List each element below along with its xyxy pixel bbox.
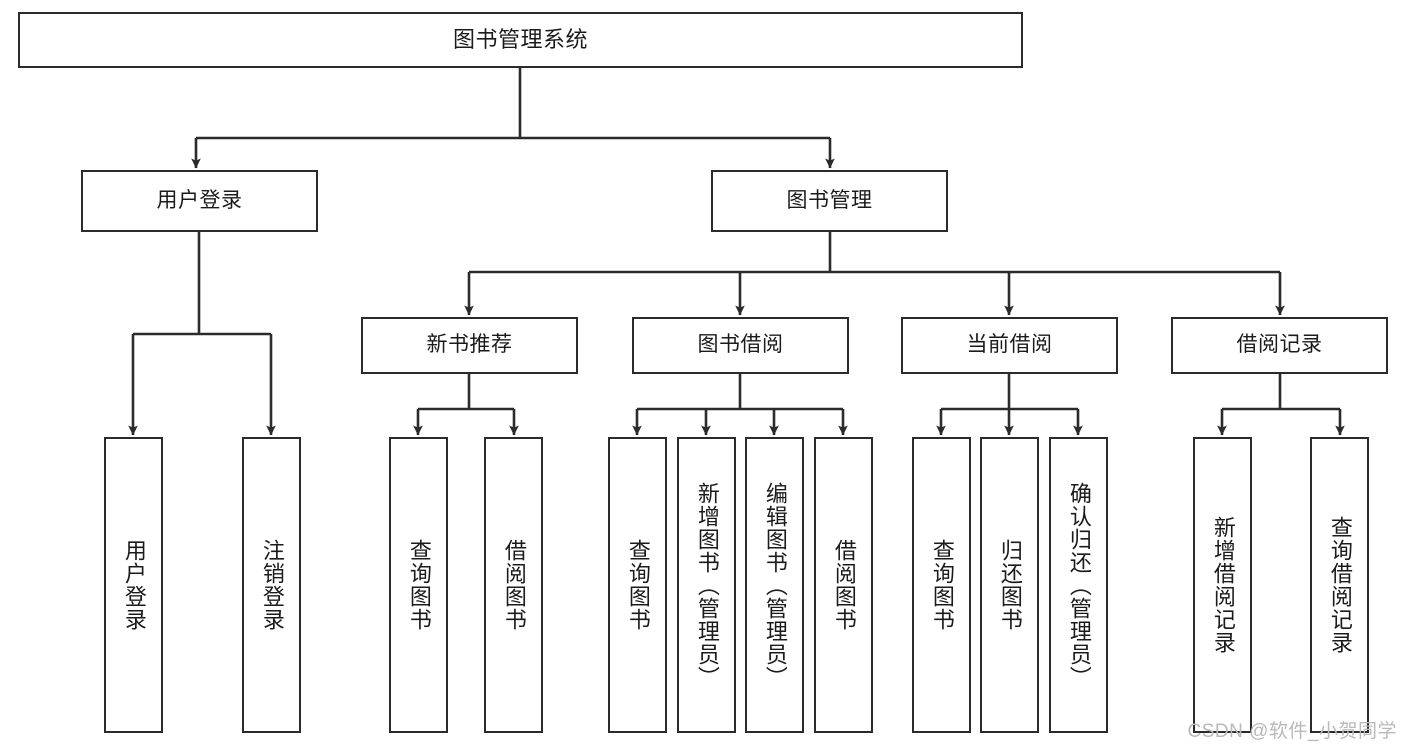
leaf-add-borrow-record[interactable]: 新增借阅记录: [1193, 437, 1252, 733]
node-label: 借阅记录: [1236, 333, 1323, 357]
leaf-label: 归还图书: [997, 539, 1023, 631]
node-label: 图书借阅: [697, 333, 784, 357]
leaf-user-login[interactable]: 用户登录: [104, 437, 163, 733]
leaf-label: 新增图书（管理员）: [694, 481, 720, 689]
node-borrow-record[interactable]: 借阅记录: [1171, 317, 1388, 374]
leaf-query-book-recommend[interactable]: 查询图书: [389, 437, 448, 733]
leaf-return-book[interactable]: 归还图书: [980, 437, 1039, 733]
leaf-borrow-book[interactable]: 借阅图书: [814, 437, 873, 733]
node-current-borrow[interactable]: 当前借阅: [901, 317, 1118, 374]
leaf-label: 查询借阅记录: [1327, 516, 1353, 654]
leaf-label: 用户登录: [121, 539, 147, 631]
leaf-label: 确认归还（管理员）: [1066, 481, 1092, 689]
leaf-borrow-book-recommend[interactable]: 借阅图书: [484, 437, 543, 733]
node-label: 用户登录: [156, 188, 243, 212]
node-root-system[interactable]: 图书管理系统: [18, 12, 1023, 68]
leaf-label: 借阅图书: [501, 539, 527, 631]
node-label: 当前借阅: [966, 333, 1053, 357]
node-user-login[interactable]: 用户登录: [81, 170, 318, 232]
node-label: 图书管理系统: [452, 27, 588, 53]
leaf-logout[interactable]: 注销登录: [242, 437, 301, 733]
watermark-text: CSDN @软件_小贺同学: [1187, 721, 1397, 742]
leaf-add-book-admin[interactable]: 新增图书（管理员）: [677, 437, 736, 733]
leaf-edit-book-admin[interactable]: 编辑图书（管理员）: [745, 437, 804, 733]
node-book-management[interactable]: 图书管理: [711, 170, 948, 232]
leaf-label: 新增借阅记录: [1210, 516, 1236, 654]
leaf-confirm-return-admin[interactable]: 确认归还（管理员）: [1049, 437, 1108, 733]
node-new-book-recommend[interactable]: 新书推荐: [361, 317, 578, 374]
leaf-label: 借阅图书: [831, 539, 857, 631]
leaf-label: 查询图书: [406, 539, 432, 631]
leaf-label: 编辑图书（管理员）: [762, 481, 788, 689]
leaf-label: 查询图书: [929, 539, 955, 631]
leaf-query-borrow-record[interactable]: 查询借阅记录: [1310, 437, 1369, 733]
leaf-label: 查询图书: [625, 539, 651, 631]
leaf-query-book-current[interactable]: 查询图书: [912, 437, 971, 733]
node-label: 新书推荐: [426, 333, 513, 357]
leaf-query-book-borrow[interactable]: 查询图书: [608, 437, 667, 733]
node-book-borrow[interactable]: 图书借阅: [632, 317, 849, 374]
node-label: 图书管理: [786, 188, 873, 212]
leaf-label: 注销登录: [259, 539, 285, 631]
